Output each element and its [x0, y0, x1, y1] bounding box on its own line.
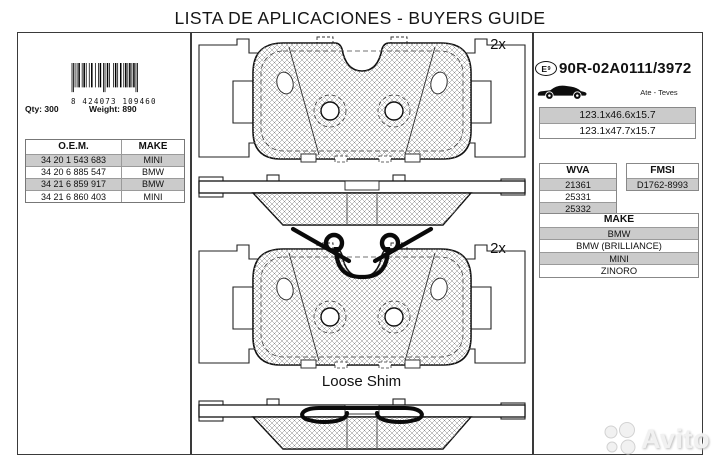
brake-pad-edge-view-top	[198, 174, 526, 226]
brand-note: Ate - Teves	[640, 88, 678, 97]
oem-table-row: 34 20 6 885 547 BMW	[26, 165, 184, 178]
e-mark-letter: E	[541, 63, 548, 74]
divider-left-center	[190, 33, 192, 454]
car-silhouette-icon	[537, 85, 587, 100]
make-header-cell: MAKE	[138, 141, 168, 153]
fmsi-header: FMSI	[650, 165, 675, 176]
oem-cell: 34 21 6 859 917	[26, 178, 122, 191]
dimensions-table: 123.1x46.6x15.7 123.1x47.7x15.7	[539, 107, 696, 139]
approval-number: 90R-02A0111/3972	[559, 60, 692, 77]
catalog-frame: 8 424073 109460 Qty: 300 Weight: 890 O.E…	[17, 32, 703, 455]
oem-cell: 34 20 6 885 547	[26, 166, 122, 178]
wva-table: WVA 21361 25331 25332	[539, 163, 617, 215]
quantity-label-top: 2x	[490, 36, 506, 53]
watermark: Avito	[602, 422, 710, 456]
make-table-header: MAKE	[603, 214, 635, 225]
dimension-row: 123.1x47.7x15.7	[540, 123, 695, 138]
make-row: BMW	[540, 226, 698, 240]
left-panel: 8 424073 109460 Qty: 300 Weight: 890 O.E…	[18, 33, 190, 454]
e-mark-number: 9	[547, 65, 551, 72]
avito-logo-icon	[604, 422, 636, 455]
fmsi-table: FMSI D1762-8993	[626, 163, 699, 191]
fmsi-value: D1762-8993	[627, 177, 698, 190]
wva-header: WVA	[566, 165, 590, 176]
wva-value: 25332	[540, 201, 616, 214]
brake-pad-front-view-top	[198, 36, 526, 163]
divider-center-right	[532, 33, 534, 454]
oem-table-header: O.E.M. MAKE	[26, 140, 184, 154]
wva-value: 25331	[540, 189, 616, 202]
brake-pad-front-view-bottom	[198, 242, 526, 369]
make-row: BMW (BRILLIANCE)	[540, 239, 698, 252]
oem-table: O.E.M. MAKE 34 20 1 543 683 MINI 34 20 6…	[25, 139, 185, 204]
page-title: LISTA DE APLICACIONES - BUYERS GUIDE	[174, 8, 546, 28]
weight-label: Weight: 890	[89, 104, 137, 114]
make-cell: MINI	[143, 191, 163, 202]
oem-cell: 34 20 1 543 683	[26, 154, 122, 166]
brake-pad-drawings	[198, 36, 526, 450]
oem-cell: 34 21 6 860 403	[26, 191, 122, 203]
make-table: MAKE BMW BMW (BRILLIANCE) MINI ZINORO	[539, 213, 699, 278]
make-cell: MINI	[143, 155, 163, 166]
shim-clip	[300, 406, 424, 424]
oem-table-row: 34 21 6 859 917 BMW	[26, 177, 184, 191]
wva-value: 21361	[540, 177, 616, 190]
make-row: ZINORO	[540, 264, 698, 277]
oem-table-row: 34 21 6 860 403 MINI	[26, 190, 184, 203]
barcode: 8 424073 109460	[71, 63, 157, 106]
oem-header-cell: O.E.M.	[26, 140, 122, 154]
dimension-row: 123.1x46.6x15.7	[540, 108, 695, 123]
make-row: MINI	[540, 251, 698, 265]
barcode-digits: 8 424073 109460	[71, 97, 157, 106]
oem-table-row: 34 20 1 543 683 MINI	[26, 153, 184, 166]
wear-spring	[290, 226, 434, 280]
make-cell: BMW	[142, 167, 164, 178]
loose-shim-label: Loose Shim	[321, 373, 402, 390]
watermark-text: Avito	[641, 423, 710, 454]
quantity-label-bottom: 2x	[490, 240, 506, 257]
qty-label: Qty: 300	[25, 104, 59, 114]
make-cell: BMW	[142, 179, 164, 190]
barcode-bars-icon	[71, 63, 138, 93]
